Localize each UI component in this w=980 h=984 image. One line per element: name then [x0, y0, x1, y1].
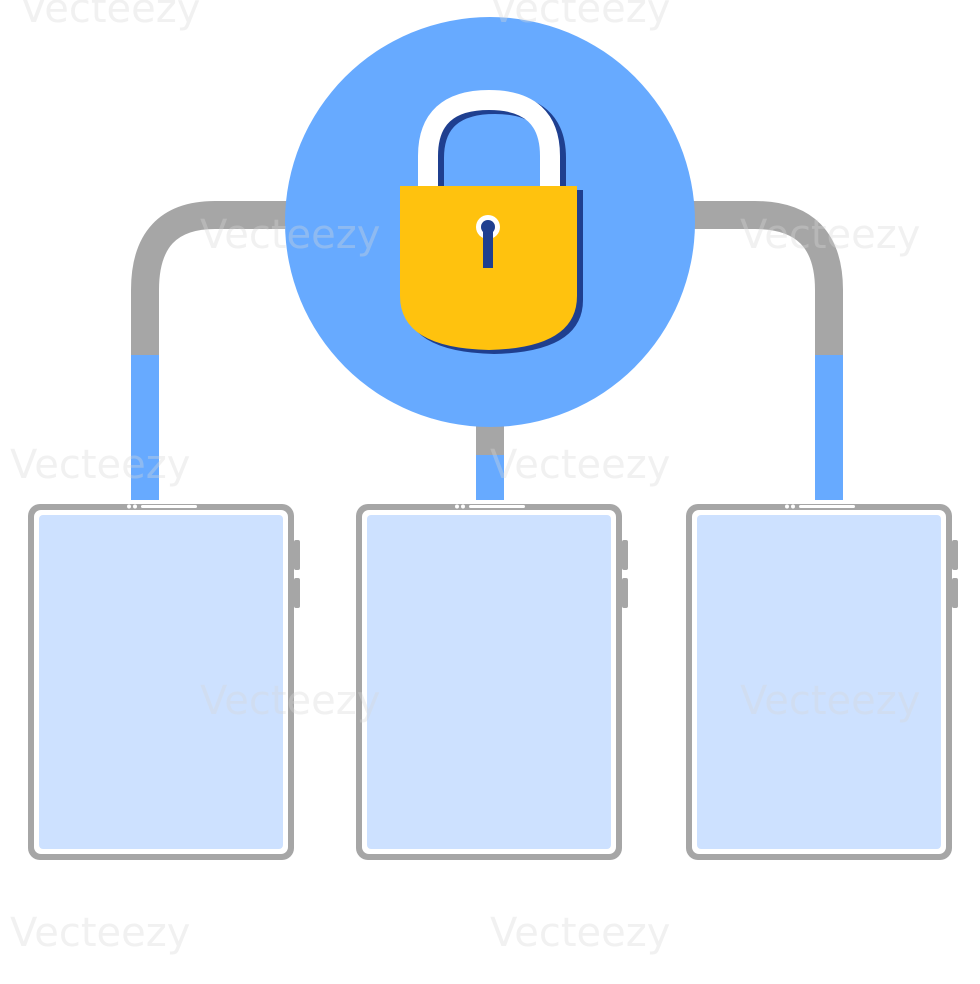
tablet-left	[28, 504, 300, 860]
tablet-side-button	[294, 540, 300, 570]
tablet-side-button	[294, 578, 300, 608]
tablet-speaker	[469, 505, 525, 508]
tablet-speaker	[141, 505, 197, 508]
tablet-side-button	[952, 540, 958, 570]
padlock-keyhole-slot	[483, 232, 493, 268]
tablet-side-button	[622, 540, 628, 570]
tablet-camera-dot	[461, 504, 465, 509]
padlock-icon	[400, 89, 583, 354]
connector-right-gray	[680, 201, 843, 355]
tablet-right	[686, 504, 958, 860]
tablet-camera-dot	[785, 504, 789, 509]
tablet-camera-dot	[133, 504, 137, 509]
tablet-speaker	[799, 505, 855, 508]
connector-center-blue	[476, 455, 504, 500]
tablet-camera-dot	[127, 504, 131, 509]
padlock-shackle	[418, 89, 560, 190]
tablet-screen	[697, 515, 941, 849]
tablet-side-button	[622, 578, 628, 608]
tablet-camera-dot	[791, 504, 795, 509]
tablet-screen	[367, 515, 611, 849]
connector-lines	[131, 201, 843, 500]
security-hub	[285, 17, 695, 427]
connector-right-blue	[815, 355, 843, 500]
tablet-side-button	[952, 578, 958, 608]
connector-left-gray	[131, 201, 300, 355]
tablet-screen	[39, 515, 283, 849]
connector-left-blue	[131, 355, 159, 500]
padlock-keyhole-inner	[481, 220, 495, 234]
device-group	[28, 504, 958, 860]
tablet-center	[356, 504, 628, 860]
tablet-camera-dot	[455, 504, 459, 509]
